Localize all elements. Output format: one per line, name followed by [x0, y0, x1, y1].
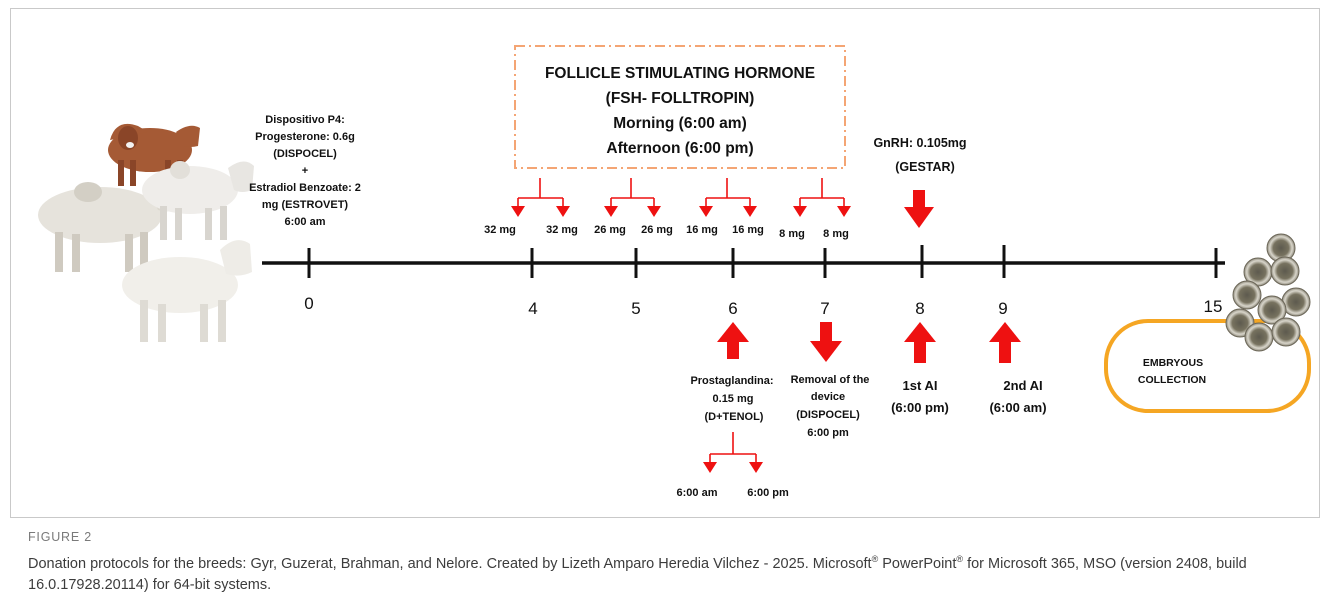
dose-day5-pm: 26 mg	[641, 224, 673, 236]
caption-text-3: for Microsoft 365, MSO (version 2408, bu…	[28, 555, 1247, 593]
dose-day4-pm: 32 mg	[546, 224, 578, 236]
gnrh-down-arrow-icon	[904, 190, 934, 228]
day-label-6: 6	[728, 299, 737, 318]
prostaglandin-am: 6:00 am	[677, 487, 718, 499]
fsh-afternoon: Afternoon (6:00 pm)	[606, 140, 753, 157]
p4-line-2: Progesterone: 0.6g	[255, 131, 355, 143]
day-label-9: 9	[998, 299, 1007, 318]
ai2-label: 2nd AI	[1003, 378, 1042, 393]
day-label-7: 7	[820, 299, 829, 318]
gnrh-label-1: GnRH: 0.105mg	[873, 136, 966, 150]
fsh-title: FOLLICLE STIMULATING HORMONE	[545, 65, 815, 82]
embryo-label-1: EMBRYOUS	[1143, 357, 1203, 369]
prostaglandin-up-arrow-icon	[717, 322, 749, 359]
timeline-ticks	[307, 245, 1218, 278]
p4-line-6: mg (ESTROVET)	[262, 199, 349, 211]
day-label-15: 15	[1204, 297, 1223, 316]
p4-line-3: (DISPOCEL)	[273, 148, 337, 160]
dose-day6-pm: 16 mg	[732, 224, 764, 236]
day-label-0: 0	[304, 294, 313, 313]
fsh-subtitle: (FSH- FOLLTROPIN)	[606, 90, 755, 107]
fsh-morning: Morning (6:00 am)	[613, 115, 746, 132]
removal-line-3: (DISPOCEL)	[796, 409, 860, 421]
removal-line-4: 6:00 pm	[807, 427, 849, 439]
ai2-up-arrow-icon	[989, 322, 1021, 363]
ai1-label: 1st AI	[903, 378, 938, 393]
protocol-diagram: FOLLICLE STIMULATING HORMONE (FSH- FOLLT…	[38, 45, 1311, 499]
p4-line-4: +	[302, 165, 308, 177]
figure-frame	[10, 8, 1320, 518]
caption-reg-2: ®	[956, 554, 964, 564]
embryo-label-2: COLLECTION	[1138, 374, 1206, 386]
removal-line-1: Removal of the	[791, 374, 870, 386]
day-label-4: 4	[528, 299, 537, 318]
removal-line-2: device	[811, 391, 845, 403]
fsh-dose-arrows	[511, 178, 851, 217]
fsh-box	[514, 45, 846, 169]
p4-line-1: Dispositivo P4:	[265, 114, 344, 126]
white-calf-icon	[122, 240, 252, 342]
p4-line-7: 6:00 am	[285, 216, 326, 228]
prostaglandin-line-1: Prostaglandina:	[690, 375, 773, 387]
p4-line-5: Estradiol Benzoate: 2	[249, 182, 361, 194]
removal-label: Removal of the device (DISPOCEL) 6:00 pm	[791, 374, 870, 439]
prostaglandin-pm: 6:00 pm	[747, 487, 789, 499]
dose-day5-am: 26 mg	[594, 224, 626, 236]
dose-day6-am: 16 mg	[686, 224, 718, 236]
embryo-collection-box	[1104, 319, 1311, 413]
caption-reg-1: ®	[871, 554, 879, 564]
figure-caption: Donation protocols for the breeds: Gyr, …	[28, 549, 1298, 596]
caption-text-1: Donation protocols for the breeds: Gyr, …	[28, 555, 872, 572]
ai1-up-arrow-icon	[904, 322, 936, 363]
prostaglandin-line-3: (D+TENOL)	[705, 411, 764, 423]
dose-day7-am: 8 mg	[779, 228, 805, 240]
prostaglandin-line-2: 0.15 mg	[713, 393, 754, 405]
removal-down-arrow-icon	[810, 322, 842, 362]
prostaglandin-split-arrow	[703, 432, 763, 473]
embryo-cluster-icon	[1225, 233, 1311, 352]
caption-text-2: PowerPoint	[878, 555, 957, 572]
dose-labels: 32 mg 32 mg 26 mg 26 mg 16 mg 16 mg 8 mg…	[484, 224, 849, 240]
prostaglandin-label: Prostaglandina: 0.15 mg (D+TENOL)	[690, 375, 773, 423]
day-label-8: 8	[915, 299, 924, 318]
dose-day7-pm: 8 mg	[823, 228, 849, 240]
cattle-illustration	[38, 123, 254, 342]
white-bull-icon	[142, 161, 254, 240]
figure-label: FIGURE 2	[28, 530, 93, 544]
ai1-time: (6:00 pm)	[891, 400, 949, 415]
ai2-time: (6:00 am)	[989, 400, 1046, 415]
day-label-5: 5	[631, 299, 640, 318]
timeline-day-labels: 0 4 5 6 7 8 9 15	[304, 294, 1222, 318]
gnrh-label-2: (GESTAR)	[895, 160, 955, 174]
p4-device-label: Dispositivo P4: Progesterone: 0.6g (DISP…	[249, 114, 361, 228]
dose-day4-am: 32 mg	[484, 224, 516, 236]
